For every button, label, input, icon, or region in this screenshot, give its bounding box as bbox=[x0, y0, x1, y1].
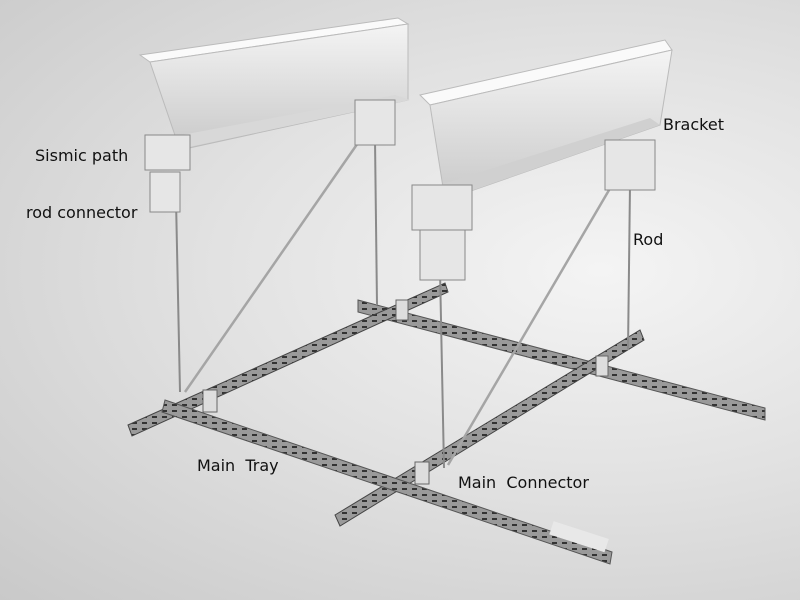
main-connector bbox=[595, 355, 609, 377]
bracket-left bbox=[144, 99, 396, 213]
label-main-connector: Main Connector bbox=[458, 473, 589, 492]
label-rod-connector: rod connector bbox=[26, 203, 138, 222]
cross-tray-back bbox=[357, 299, 766, 421]
main-tray-right bbox=[334, 329, 645, 527]
cross-tray-front bbox=[161, 399, 613, 565]
main-connector bbox=[414, 461, 430, 485]
i-beam-left bbox=[138, 17, 410, 151]
label-seismic-path: Sismic path bbox=[35, 146, 129, 165]
rods bbox=[175, 139, 631, 469]
label-bracket: Bracket bbox=[663, 115, 724, 134]
main-connector bbox=[395, 299, 409, 321]
tray-end-cap bbox=[549, 521, 609, 553]
label-main-tray: Main Tray bbox=[197, 456, 279, 475]
main-connector bbox=[202, 389, 218, 413]
seismic-braces bbox=[183, 139, 614, 466]
label-rod: Rod bbox=[633, 230, 664, 249]
bracket-right bbox=[411, 139, 656, 281]
i-beam-right bbox=[419, 39, 673, 201]
